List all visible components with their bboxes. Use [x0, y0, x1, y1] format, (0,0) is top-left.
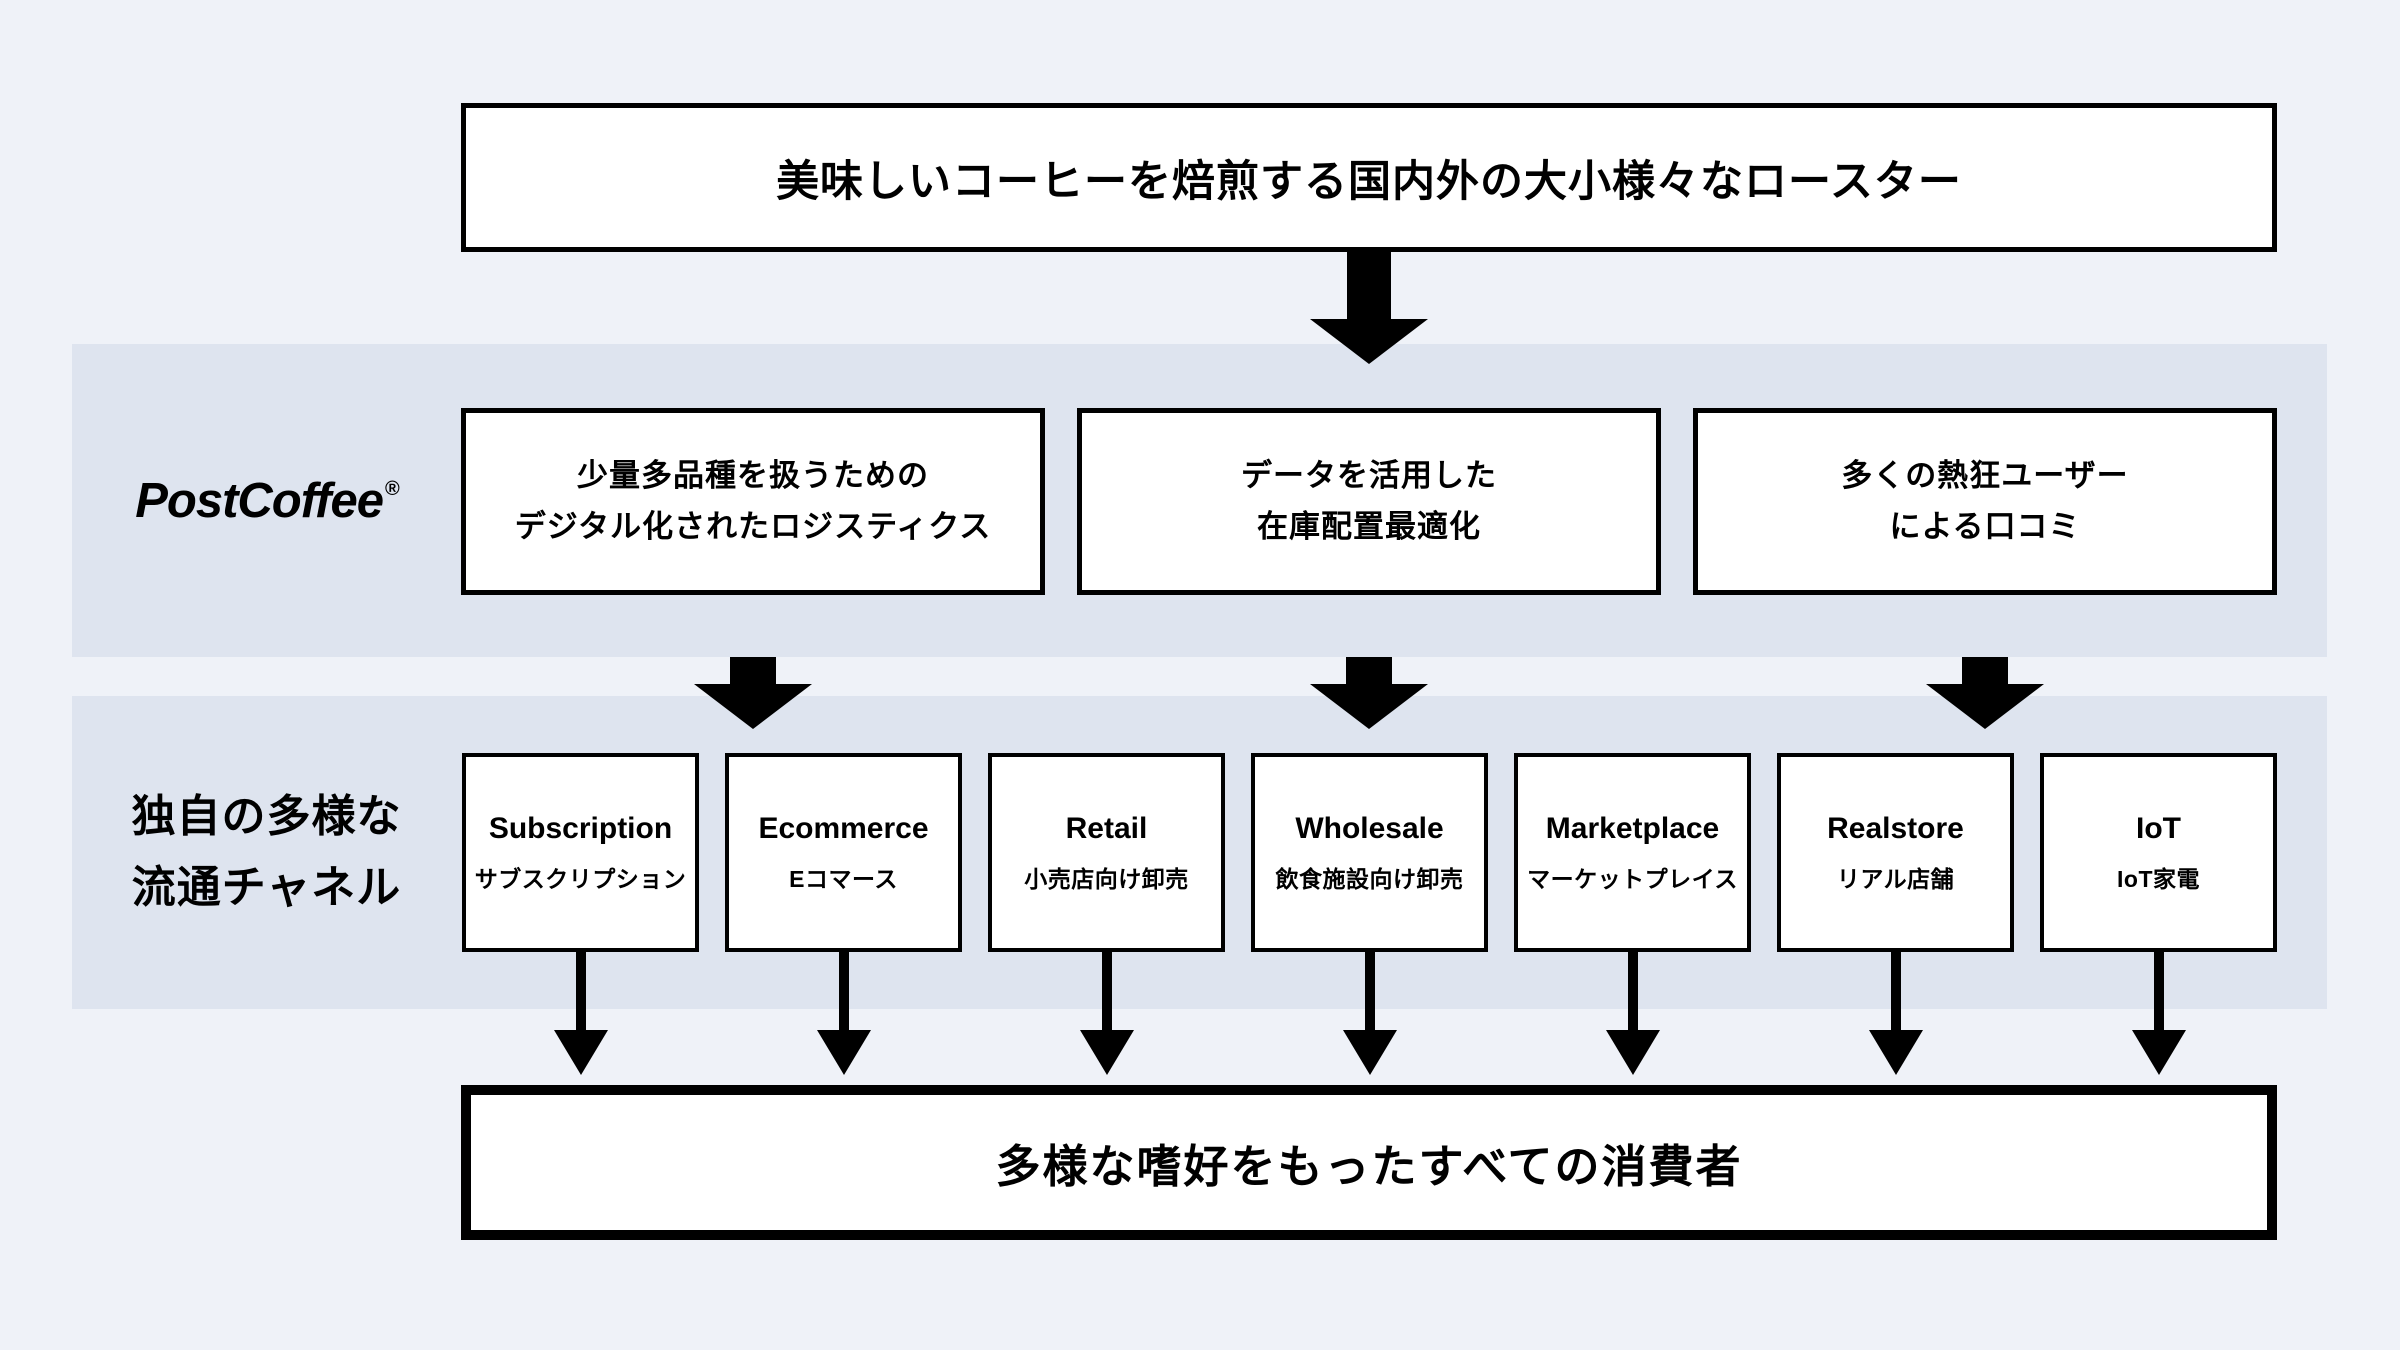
channel-name: Subscription	[488, 811, 673, 845]
channel-name-ja: Eコマース	[789, 865, 898, 892]
channel-name-ja: 小売店向け卸売	[1024, 865, 1189, 892]
arrow-head	[2132, 1030, 2186, 1075]
arrow-head	[817, 1030, 871, 1075]
channel-name: Ecommerce	[758, 811, 929, 845]
channel-name-ja: サブスクリプション	[474, 865, 687, 892]
down-arrow-icon	[1310, 248, 1428, 364]
channel-box-ecommerce: Ecommerce Eコマース	[725, 753, 962, 952]
down-arrow-icon	[1080, 952, 1134, 1075]
platform-box-line2: 在庫配置最適化	[1257, 508, 1481, 544]
arrow-head	[1869, 1030, 1923, 1075]
down-arrow-icon	[1606, 952, 1660, 1075]
down-arrow-icon	[2132, 952, 2186, 1075]
channel-name-ja: リアル店舗	[1836, 865, 1955, 892]
arrow-stem	[839, 952, 849, 1030]
arrow-head	[1080, 1030, 1134, 1075]
down-arrow-icon	[554, 952, 608, 1075]
brand-label: PostCoffee®	[72, 344, 461, 657]
arrow-stem	[1962, 657, 2008, 684]
arrow-stem	[730, 657, 776, 684]
arrow-head	[1926, 684, 2044, 729]
arrow-stem	[1102, 952, 1112, 1030]
registered-trademark-icon: ®	[385, 477, 400, 500]
channel-box-subscription: Subscription サブスクリプション	[462, 753, 699, 952]
down-arrow-icon	[817, 952, 871, 1075]
consumers-box: 多様な嗜好をもったすべての消費者	[461, 1085, 2277, 1240]
channel-name: Realstore	[1827, 811, 1964, 845]
arrow-stem	[1346, 657, 1392, 684]
platform-box-line2: による口コミ	[1889, 508, 2081, 544]
arrow-stem	[1347, 248, 1391, 319]
down-arrow-icon	[1310, 657, 1428, 729]
arrow-stem	[2154, 952, 2164, 1030]
channel-box-wholesale: Wholesale 飲食施設向け卸売	[1251, 753, 1488, 952]
arrow-head	[694, 684, 812, 729]
down-arrow-icon	[1343, 952, 1397, 1075]
arrow-head	[1310, 684, 1428, 729]
arrow-stem	[1365, 952, 1375, 1030]
channel-name: Retail	[1065, 811, 1148, 845]
channel-name: IoT	[2136, 811, 2181, 845]
arrow-head	[1606, 1030, 1660, 1075]
channel-name-ja: 飲食施設向け卸売	[1275, 865, 1464, 892]
down-arrow-icon	[1869, 952, 1923, 1075]
arrow-head	[554, 1030, 608, 1075]
channel-name-ja: マーケットプレイス	[1527, 865, 1738, 892]
arrow-head	[1343, 1030, 1397, 1075]
arrow-head	[1310, 319, 1428, 364]
postcoffee-logo: PostCoffee®	[135, 473, 400, 529]
platform-box-line1: 少量多品種を扱うための	[577, 458, 929, 494]
channels-label-line1: 独自の多様な	[131, 792, 402, 842]
channel-box-iot: IoT IoT家電	[2040, 753, 2277, 952]
consumers-label: 多様な嗜好をもったすべての消費者	[995, 1141, 1743, 1192]
down-arrow-icon	[694, 657, 812, 729]
arrow-stem	[576, 952, 586, 1030]
platform-box-line1: データを活用した	[1241, 458, 1497, 494]
platform-box-line2: デジタル化されたロジスティクス	[514, 508, 992, 544]
arrow-stem	[1891, 952, 1901, 1030]
platform-box-logistics: 少量多品種を扱うための デジタル化されたロジスティクス	[461, 408, 1045, 595]
channel-name: Wholesale	[1295, 811, 1444, 845]
roasters-box: 美味しいコーヒーを焙煎する国内外の大小様々なロースター	[461, 103, 2277, 252]
roasters-label: 美味しいコーヒーを焙煎する国内外の大小様々なロースター	[776, 157, 1962, 206]
channel-box-realstore: Realstore リアル店舗	[1777, 753, 2014, 952]
channel-name-ja: IoT家電	[2117, 865, 2200, 892]
platform-box-line1: 多くの熱狂ユーザー	[1841, 458, 2129, 494]
brand-text: PostCoffee	[135, 473, 384, 528]
channel-box-retail: Retail 小売店向け卸売	[988, 753, 1225, 952]
arrow-stem	[1628, 952, 1638, 1030]
channels-label: 独自の多様な 流通チャネル	[72, 696, 461, 1009]
down-arrow-icon	[1926, 657, 2044, 729]
channel-box-marketplace: Marketplace マーケットプレイス	[1514, 753, 1751, 952]
channel-name: Marketplace	[1545, 811, 1720, 845]
platform-box-users: 多くの熱狂ユーザー による口コミ	[1693, 408, 2277, 595]
platform-box-data: データを活用した 在庫配置最適化	[1077, 408, 1661, 595]
channels-label-line2: 流通チャネル	[131, 862, 402, 912]
